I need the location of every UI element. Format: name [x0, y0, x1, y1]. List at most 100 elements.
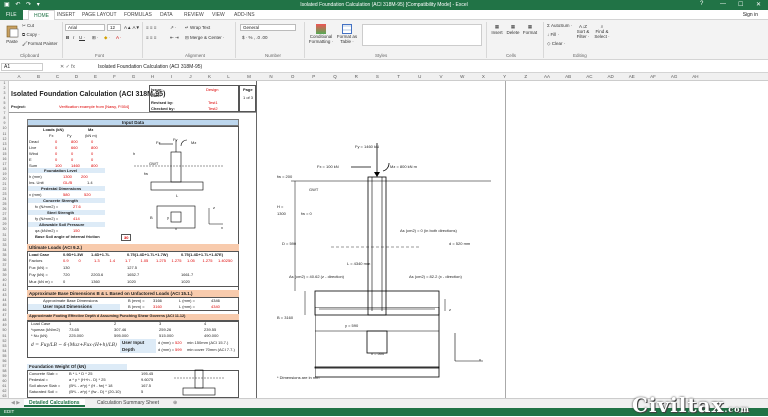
row-header[interactable]: 62	[2, 389, 7, 394]
tab-page-layout[interactable]: PAGE LAYOUT	[82, 12, 117, 18]
row-header[interactable]: 2	[3, 86, 6, 91]
row-header[interactable]: 22	[2, 187, 7, 192]
column-header[interactable]: Q	[333, 74, 337, 79]
row-header[interactable]: 9	[3, 121, 6, 126]
row-header[interactable]: 55	[2, 353, 7, 358]
column-header[interactable]: S	[375, 74, 379, 79]
ped1-value[interactable]: 580	[63, 192, 70, 197]
row-header[interactable]: 45	[2, 303, 7, 308]
row-header[interactable]: 51	[2, 333, 7, 338]
d-cover-value[interactable]: 599	[175, 347, 182, 352]
tab-home[interactable]: HOME	[28, 10, 55, 21]
row-header[interactable]: 12	[2, 136, 7, 141]
column-header[interactable]: L	[227, 74, 230, 79]
row-header[interactable]: 35	[2, 252, 7, 257]
row-header[interactable]: 32	[2, 237, 7, 242]
row-header[interactable]: 41	[2, 283, 7, 287]
worksheet-grid[interactable]: Isolated Foundation Calculation (ACI 318…	[9, 81, 768, 398]
close-button[interactable]: ✕	[756, 2, 762, 8]
row-header[interactable]: 37	[2, 262, 7, 267]
row-header[interactable]: 11	[2, 131, 7, 136]
column-header[interactable]: AE	[628, 74, 635, 79]
column-header[interactable]: N	[269, 74, 273, 79]
column-header[interactable]: AD	[607, 74, 614, 79]
ult-factor[interactable]: 1.7	[125, 258, 131, 263]
h2-value[interactable]: 200	[81, 174, 88, 179]
format-as-table-button[interactable]: Format as Table ·	[336, 24, 358, 44]
friction-value[interactable]: 30	[121, 234, 132, 241]
column-header[interactable]: O	[290, 74, 295, 79]
ins-value[interactable]: GL/B	[63, 180, 73, 185]
font-color-icon[interactable]: A ·	[116, 35, 122, 40]
italic-button[interactable]: I	[73, 35, 75, 40]
loads-fy-value[interactable]: 800	[71, 139, 78, 144]
font-size-select[interactable]: 12	[107, 24, 121, 31]
name-box[interactable]: A1	[1, 63, 43, 71]
column-header[interactable]: AH	[692, 74, 699, 79]
column-header[interactable]: AB	[565, 74, 572, 79]
column-header[interactable]: C	[55, 74, 60, 79]
row-header[interactable]: 13	[2, 141, 7, 146]
paste-button[interactable]: Paste	[3, 24, 21, 44]
column-header[interactable]: R	[354, 74, 358, 79]
row-header[interactable]: 25	[2, 202, 7, 207]
row-header[interactable]: 23	[2, 192, 7, 197]
tab-file[interactable]: FILE	[0, 10, 23, 20]
autosum-button[interactable]: Σ AutoSum ·	[547, 23, 573, 28]
row-header[interactable]: 24	[2, 197, 7, 202]
column-header[interactable]: AC	[586, 74, 593, 79]
column-header[interactable]: X	[481, 74, 485, 79]
fill-color-icon[interactable]: ◆ ·	[104, 35, 111, 40]
copy-button[interactable]: ⧉ Copy ·	[22, 32, 40, 37]
ped2-value[interactable]: 520	[84, 192, 91, 197]
column-header[interactable]: J	[189, 74, 192, 79]
row-header[interactable]: 27	[2, 212, 7, 217]
loads-fy-value[interactable]: 0	[71, 151, 74, 156]
row-header[interactable]: 49	[2, 323, 7, 328]
fy-value[interactable]: 414	[73, 216, 80, 221]
row-header[interactable]: 29	[2, 222, 7, 227]
ult-factor[interactable]: 1.275	[202, 258, 213, 263]
column-header[interactable]: F	[113, 74, 116, 79]
row-header[interactable]: 36	[2, 257, 7, 262]
zoom-slider[interactable]: — ● +	[678, 409, 691, 414]
sign-in-link[interactable]: Sign in	[742, 12, 758, 18]
loads-fy-value[interactable]: 660	[71, 145, 78, 150]
minimize-button[interactable]: —	[720, 1, 726, 7]
row-header[interactable]: 56	[2, 358, 7, 363]
row-header[interactable]: 40	[2, 277, 7, 282]
row-header[interactable]: 47	[2, 313, 7, 318]
row-header[interactable]: 58	[2, 368, 7, 373]
user-l-value[interactable]: 4340	[211, 304, 220, 309]
ult-factor[interactable]: 1.4	[109, 258, 116, 263]
format-cells-button[interactable]: ▦Format	[522, 24, 538, 35]
column-header[interactable]: K	[207, 74, 211, 79]
row-header[interactable]: 26	[2, 207, 7, 212]
row-header[interactable]: 39	[2, 272, 7, 277]
row-header[interactable]: 1	[3, 81, 6, 85]
align-top-icon[interactable]: ≡ ≡ ≡	[146, 25, 157, 30]
row-header[interactable]: 5	[3, 101, 6, 106]
sheet-nav-arrows[interactable]: ◀ ▶	[11, 400, 21, 406]
row-header[interactable]: 21	[2, 182, 7, 186]
add-sheet-button[interactable]: ⊕	[173, 400, 178, 406]
fill-button[interactable]: ↓ Fill ·	[547, 32, 560, 37]
maximize-button[interactable]: ☐	[738, 2, 744, 8]
merge-center-button[interactable]: ⊟ Merge & Center ·	[185, 35, 225, 40]
column-header[interactable]: AF	[650, 74, 656, 79]
ult-factor[interactable]: 1.40250	[218, 258, 233, 263]
row-header[interactable]: 48	[2, 318, 7, 323]
row-header[interactable]: 43	[2, 293, 7, 298]
column-header[interactable]: W	[460, 74, 465, 79]
sheet-tab-detailed[interactable]: Detailed Calculations	[24, 399, 85, 407]
row-header[interactable]: 44	[2, 298, 7, 303]
number-format-buttons[interactable]: $ · % , .0 .00	[242, 35, 268, 40]
row-header[interactable]: 18	[2, 166, 7, 171]
ult-factor[interactable]: 1.275	[171, 258, 182, 263]
column-header[interactable]: I	[170, 74, 173, 79]
ult-factor[interactable]: 1.3	[94, 258, 100, 263]
bold-button[interactable]: B	[66, 35, 70, 40]
d-value[interactable]: 520	[175, 340, 182, 345]
row-header[interactable]: 7	[3, 111, 6, 116]
